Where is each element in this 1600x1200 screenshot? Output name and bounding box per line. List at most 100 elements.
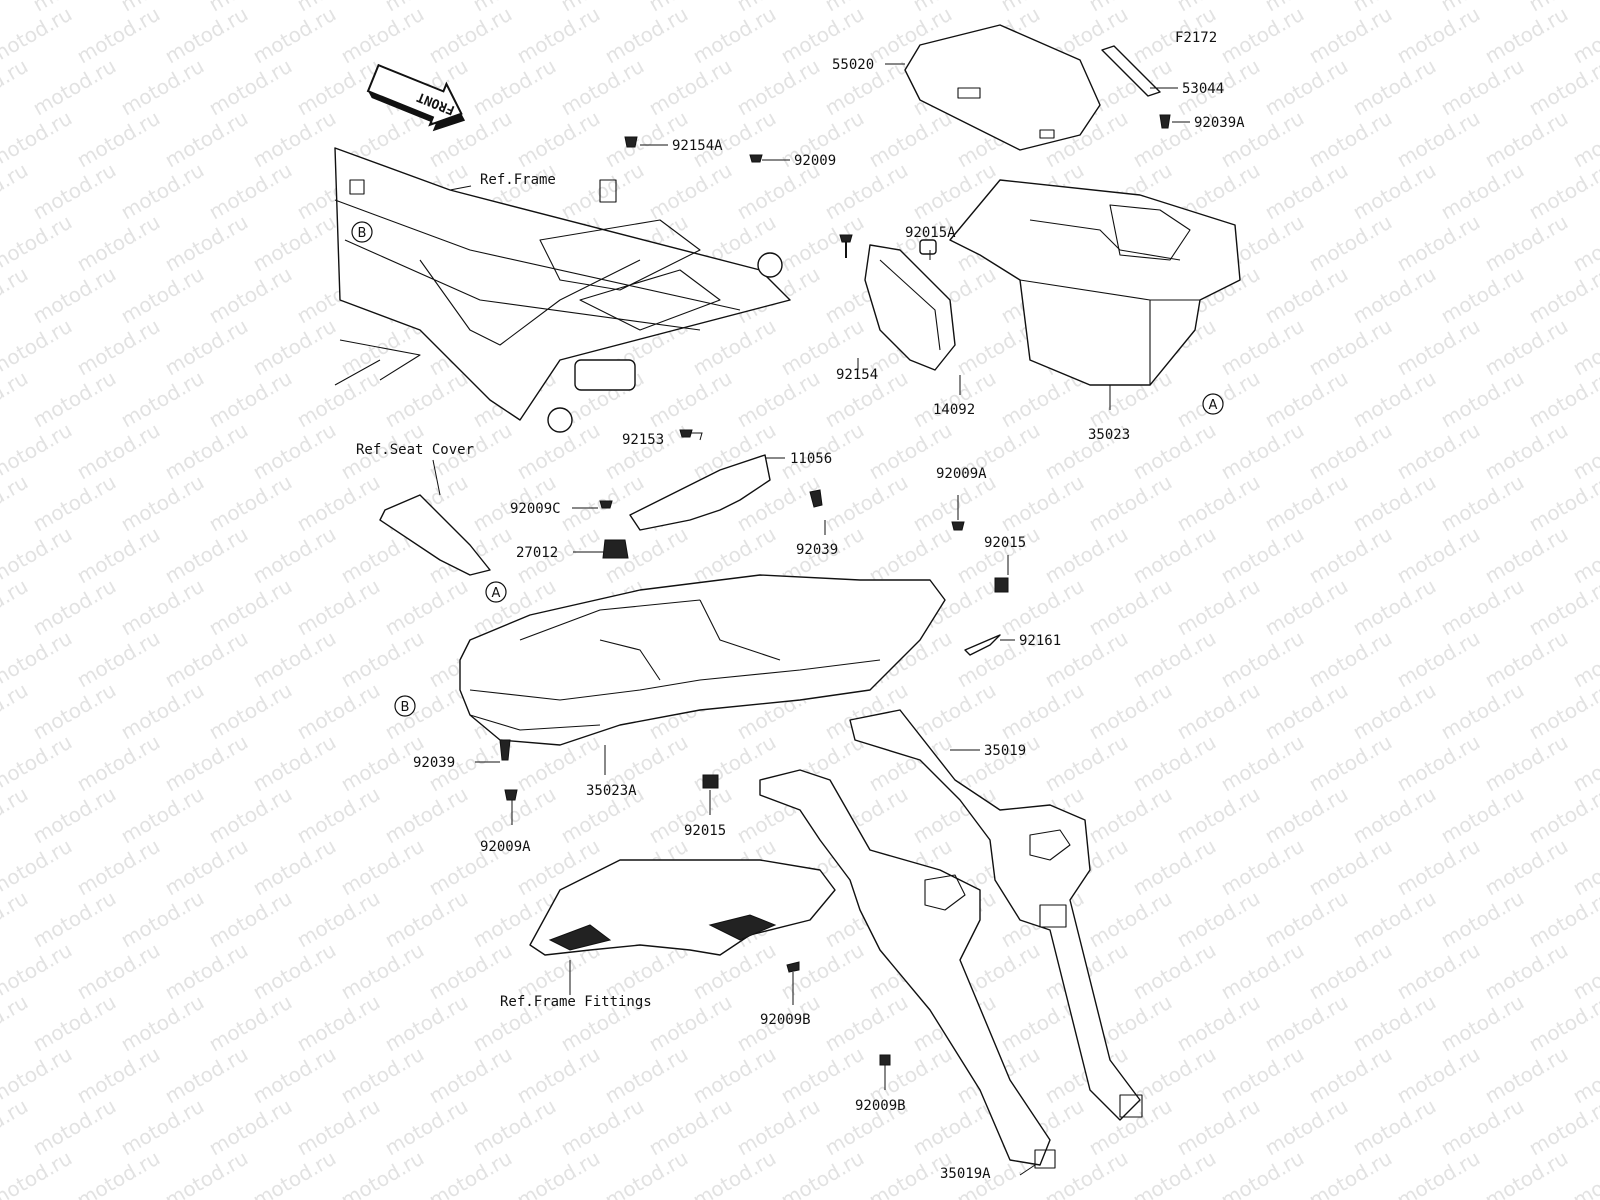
watermark-text: motod.ru [1393,1146,1484,1200]
watermark-text: motod.ru [1173,990,1264,1057]
part-label-92015-right: 92015 [984,535,1026,551]
watermark-text: motod.ru [1437,990,1528,1057]
watermark-text: motod.ru [117,366,208,433]
watermark-text: motod.ru [513,2,604,69]
watermark-text: motod.ru [645,54,736,121]
collar-92015A [919,239,937,255]
watermark-text: motod.ru [1393,210,1484,277]
watermark-text: motod.ru [337,938,428,1005]
watermark-text: motod.ru [469,1094,560,1161]
watermark-text: motod.ru [1041,1146,1132,1200]
watermark-text: motod.ru [29,678,120,745]
bracket-11056 [629,454,771,531]
watermark-text: motod.ru [29,54,120,121]
watermark-text: motod.ru [381,782,472,849]
watermark-text: motod.ru [117,574,208,641]
watermark-text: motod.ru [689,1042,780,1109]
watermark-text: motod.ru [733,366,824,433]
svg-text:A: A [492,586,501,601]
watermark-text: motod.ru [1173,574,1264,641]
watermark-text: motod.ru [249,418,340,485]
figure-code: F2172 [1175,30,1217,46]
watermark-text: motod.ru [293,990,384,1057]
watermark-text: motod.ru [1393,418,1484,485]
watermark-text: motod.ru [1261,470,1352,537]
watermark-text: motod.ru [117,678,208,745]
watermark-text: motod.ru [293,366,384,433]
watermark-text: motod.ru [1217,938,1308,1005]
part-label-35023: 35023 [1088,427,1130,443]
watermark-text: motod.ru [1261,574,1352,641]
watermark-text: motod.ru [161,626,252,693]
watermark-text: motod.ru [1085,470,1176,537]
watermark-text: motod.ru [513,106,604,173]
watermark-text: motod.ru [1481,106,1572,173]
watermark-text: motod.ru [1481,314,1572,381]
watermark-text: motod.ru [953,730,1044,797]
watermark-text: motod.ru [1173,782,1264,849]
svg-text:B: B [358,226,367,241]
watermark-text: motod.ru [161,106,252,173]
watermark-text: motod.ru [1305,418,1396,485]
part-label-92154: 92154 [836,367,878,383]
watermark-text: motod.ru [1481,522,1572,589]
watermark-text: motod.ru [1393,626,1484,693]
watermark-text: motod.ru [29,1094,120,1161]
watermark-text: motod.ru [1393,2,1484,69]
watermark-text: motod.ru [1173,678,1264,745]
watermark-text: motod.ru [601,418,692,485]
watermark-text: motod.ru [205,470,296,537]
watermark-text: motod.ru [469,54,560,121]
watermark-text: motod.ru [645,158,736,225]
watermark-text: motod.ru [1261,886,1352,953]
watermark-text: motod.ru [1349,54,1440,121]
watermark-text: motod.ru [0,54,32,121]
part-label-92009B-lower: 92009B [855,1098,906,1114]
watermark-text: motod.ru [689,314,780,381]
watermark-text: motod.ru [381,886,472,953]
watermark-text: motod.ru [161,938,252,1005]
watermark-text: motod.ru [161,2,252,69]
watermark-text: motod.ru [601,1146,692,1200]
watermark-text: motod.ru [1085,678,1176,745]
watermark-text: motod.ru [161,1146,252,1200]
watermark-text: motod.ru [1437,262,1528,329]
watermark-text: motod.ru [425,1042,516,1109]
watermark-text: motod.ru [381,990,472,1057]
callout-b-left: B [394,695,416,717]
watermark-text: motod.ru [161,834,252,901]
ref-frame-label: Ref.Frame [480,172,556,188]
part-label-92153: 92153 [622,432,664,448]
svg-text:A: A [1209,398,1218,413]
watermark-text: motod.ru [73,210,164,277]
svg-text:B: B [401,700,410,715]
part-label-92009B-upper: 92009B [760,1012,811,1028]
leader-lines [432,63,1190,1176]
watermark-text: motod.ru [1393,730,1484,797]
watermark-text: motod.ru [1437,678,1528,745]
watermark-text: motod.ru [1217,1146,1308,1200]
watermark-text: motod.ru [0,782,32,849]
clip-92039A [1159,114,1171,129]
watermark-text: motod.ru [29,782,120,849]
watermark-text: motod.ru [1481,418,1572,485]
watermark-text: motod.ru [249,522,340,589]
part-label-11056: 11056 [790,451,832,467]
watermark-text: motod.ru [1129,626,1220,693]
watermark-text: motod.ru [909,678,1000,745]
watermark-text: motod.ru [645,1094,736,1161]
watermark-text: motod.ru [117,470,208,537]
watermark-text: motod.ru [73,730,164,797]
watermark-text: motod.ru [1481,1042,1572,1109]
watermark-text: motod.ru [0,678,32,745]
watermark-text: motod.ru [1437,1094,1528,1161]
watermark-text: motod.ru [1129,834,1220,901]
part-label-35023A: 35023A [586,783,637,799]
watermark-text: motod.ru [1481,210,1572,277]
watermark-text: motod.ru [1437,366,1528,433]
watermark-text: motod.ru [557,1094,648,1161]
watermark-text: motod.ru [1437,574,1528,641]
watermark-text: motod.ru [1261,678,1352,745]
watermark-text: motod.ru [73,834,164,901]
watermark-text: motod.ru [0,0,32,16]
